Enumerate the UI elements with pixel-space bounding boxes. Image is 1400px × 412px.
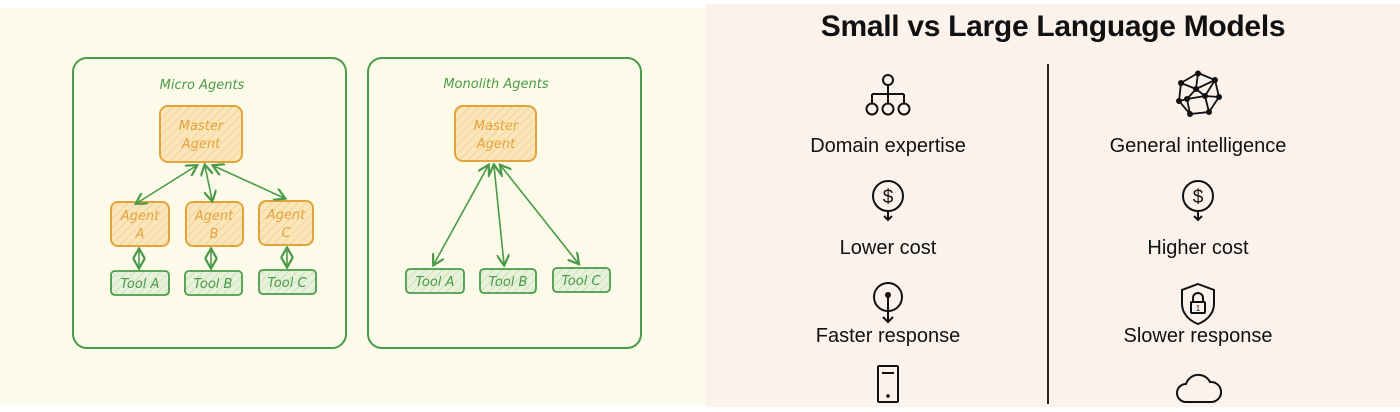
monolith-tool-a-label: Tool A (416, 275, 455, 290)
svg-text:$: $ (883, 187, 894, 208)
micro-agent-b-box: Agent B (185, 201, 244, 247)
dollar-down-icon: $ (872, 180, 904, 222)
monolith-tool-a-box: Tool A (405, 268, 465, 294)
column-divider (1047, 64, 1049, 404)
label-slower-response: Slower response (1123, 325, 1273, 347)
dollar-down-icon: $ (1182, 180, 1214, 222)
comparison-panel: Small vs Large Language Models Domain ex… (706, 4, 1400, 407)
arrow-monolith-tool-a (434, 166, 488, 264)
micro-tool-c-label: Tool C (267, 276, 307, 291)
monolith-agents-panel (367, 57, 642, 349)
micro-tool-b-box: Tool B (184, 270, 243, 296)
micro-master-label-1: Master (179, 119, 225, 134)
monolith-agents-title: Monolith Agents (443, 77, 549, 92)
hierarchy-icon (865, 74, 911, 116)
arrow-monolith-tool-c (501, 166, 578, 263)
server-icon (877, 365, 899, 403)
comparison-title: Small vs Large Language Models (820, 10, 1286, 43)
agents-diagram-canvas: Micro Agents Master Agent Agent A Agent … (72, 57, 642, 349)
micro-master-label-2: Agent (181, 137, 221, 152)
agents-diagram: Micro Agents Master Agent Agent A Agent … (0, 8, 706, 404)
svg-text:1: 1 (1196, 304, 1201, 313)
arrow-master-agent-a (137, 166, 196, 203)
agent-a-label-1: Agent (120, 209, 160, 224)
monolith-master-label-2: Agent (476, 137, 516, 152)
micro-agent-a-box: Agent A (110, 201, 170, 247)
label-general-intelligence: General intelligence (1109, 135, 1287, 157)
svg-text:$: $ (1193, 187, 1204, 208)
label-domain-expertise: Domain expertise (810, 135, 966, 157)
agent-c-label-2: C (281, 226, 291, 241)
micro-agent-c-box: Agent C (258, 200, 314, 246)
shield-lock-icon: 1 (1181, 282, 1215, 326)
micro-agents-title: Micro Agents (160, 78, 245, 93)
agent-b-label-2: B (210, 227, 219, 242)
cloud-icon (1176, 373, 1222, 403)
monolith-tool-c-label: Tool C (561, 274, 601, 289)
arrow-master-agent-c (214, 166, 284, 198)
micro-agents-panel (72, 57, 347, 349)
agent-a-label-2: A (135, 227, 145, 242)
agent-c-label-1: Agent (266, 208, 306, 223)
monolith-tool-c-box: Tool C (552, 267, 611, 293)
monolith-master-agent-box: Master Agent (454, 105, 537, 162)
label-faster-response: Faster response (815, 325, 961, 347)
micro-tool-a-label: Tool A (121, 277, 160, 292)
monolith-master-label-1: Master (474, 119, 520, 134)
agent-b-label-1: Agent (194, 209, 234, 224)
network-icon (1176, 70, 1222, 117)
arrow-monolith-tool-b (494, 166, 504, 264)
micro-tool-b-label: Tool B (194, 277, 233, 292)
label-lower-cost: Lower cost (839, 237, 937, 259)
pin-down-icon (873, 282, 903, 324)
micro-tool-a-box: Tool A (110, 270, 170, 296)
monolith-tool-b-label: Tool B (489, 275, 528, 290)
arrow-master-agent-b (205, 166, 212, 200)
label-higher-cost: Higher cost (1147, 237, 1249, 259)
micro-master-agent-box: Master Agent (159, 105, 243, 163)
micro-tool-c-box: Tool C (258, 269, 317, 295)
monolith-tool-b-box: Tool B (479, 268, 537, 294)
